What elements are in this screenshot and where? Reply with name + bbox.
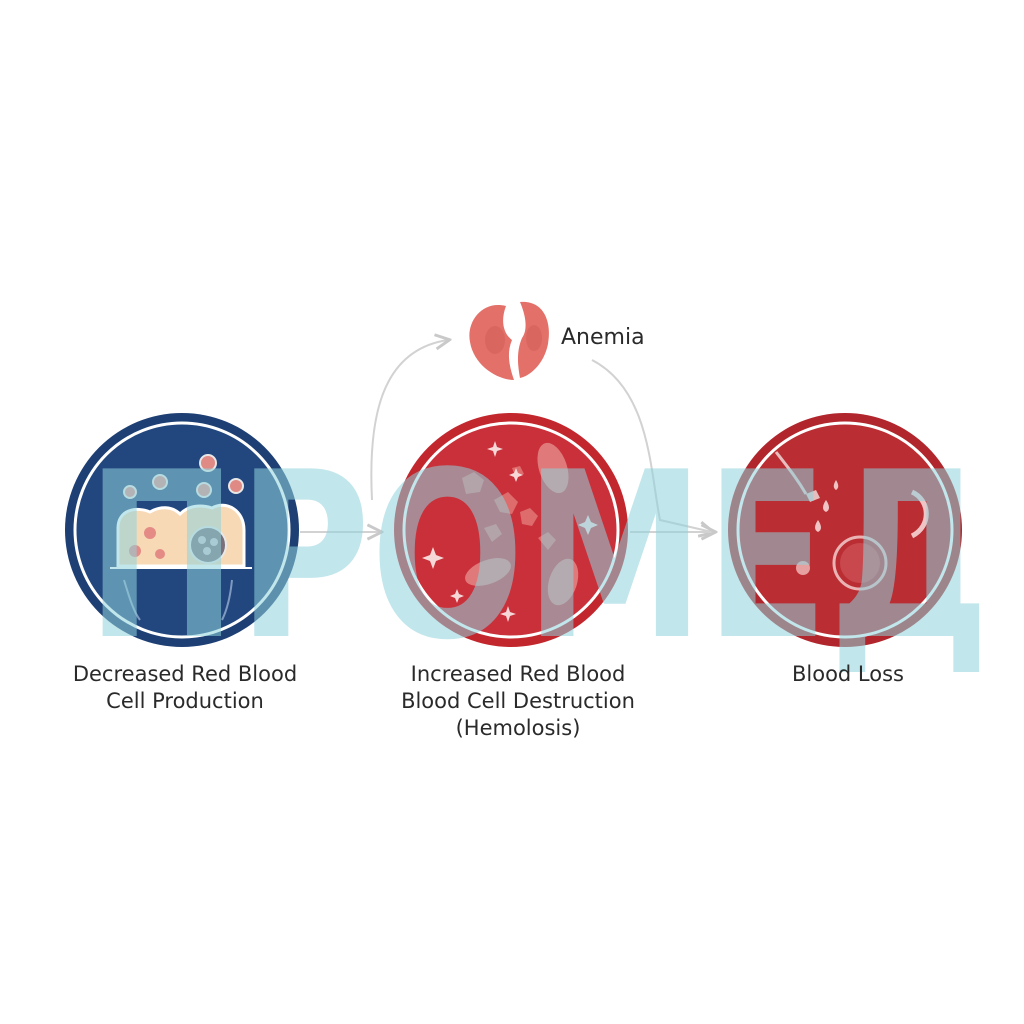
decreased-production-circle — [65, 413, 299, 647]
caption-blood-loss: Blood Loss — [730, 661, 966, 688]
blood-loss-circle — [728, 413, 962, 647]
anemia-label: Anemia — [561, 325, 645, 350]
caption-line: Blood Loss — [791, 662, 904, 686]
caption-line: Blood Cell Destruction — [401, 689, 635, 713]
caption-line: (Hemolosis) — [455, 716, 581, 740]
watermark: ПРОМЕД — [86, 424, 990, 691]
caption-decreased-production: Decreased Red Blood Cell Production — [40, 661, 330, 715]
caption-hemolysis: Increased Red Blood Blood Cell Destructi… — [368, 661, 668, 742]
red-blood-cell-icon — [469, 301, 549, 380]
arrow-to-anemia — [370, 340, 448, 501]
connector-arrows — [300, 340, 714, 532]
caption-line: Increased Red Blood — [410, 662, 626, 686]
caption-line: Cell Production — [106, 689, 264, 713]
hemolysis-circle — [394, 413, 628, 647]
arrow-anemia-to-loss — [591, 359, 712, 532]
caption-line: Decreased Red Blood — [72, 662, 298, 686]
syringe-needle — [774, 451, 808, 495]
